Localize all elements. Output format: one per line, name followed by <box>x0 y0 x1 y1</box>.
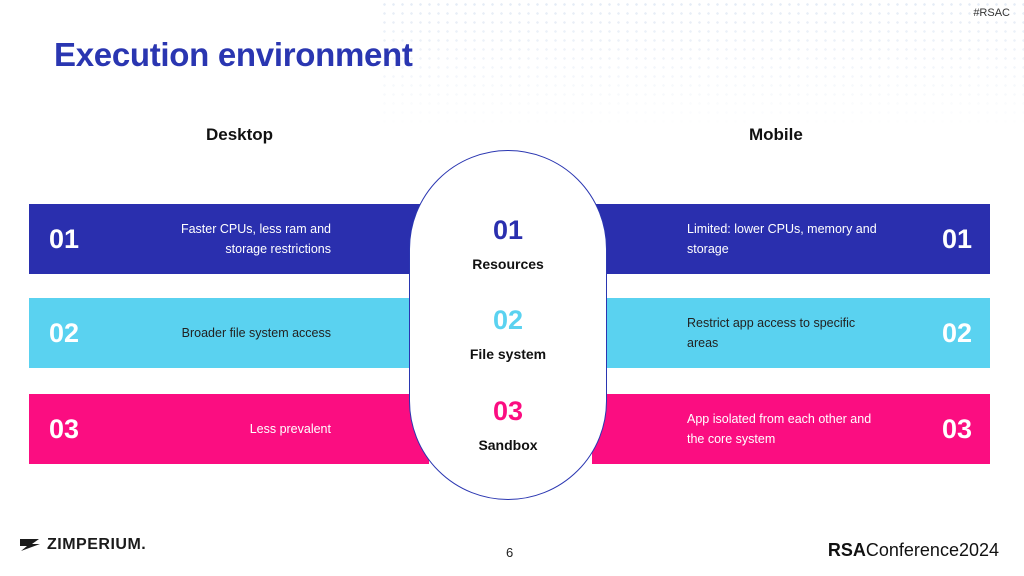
category-3-number: 03 <box>492 396 524 426</box>
desktop-row-3-number: 03 <box>49 413 80 444</box>
slide-title: Execution environment <box>54 36 413 73</box>
desktop-column-heading: Desktop <box>206 125 274 144</box>
hashtag-label: #RSAC <box>973 7 1010 19</box>
desktop-row-2: 02 Broader file system access <box>29 298 429 368</box>
desktop-row-1: 01 Faster CPUs, less ram and storage res… <box>29 204 429 274</box>
rsa-year-text: 2024 <box>958 540 999 560</box>
category-sandbox: 03 Sandbox <box>410 396 606 453</box>
rsa-conference-text: Conference <box>865 540 959 560</box>
category-3-label: Sandbox <box>478 437 538 453</box>
mobile-row-3-text: App isolated from each other and the cor… <box>687 412 872 446</box>
mobile-row-3: App isolated from each other and the cor… <box>592 394 990 464</box>
category-file-system: 02 File system <box>410 305 606 362</box>
desktop-row-2-text: Broader file system access <box>181 326 331 340</box>
mobile-row-2-text: Restrict app access to specific areas <box>687 316 856 350</box>
desktop-row-3: 03 Less prevalent <box>29 394 429 464</box>
header-dot-pattern <box>380 0 1024 130</box>
category-1-label: Resources <box>472 256 544 272</box>
zimperium-mark-icon <box>20 539 40 551</box>
zimperium-logo-text: ZIMPERIUM. <box>47 536 147 553</box>
category-2-number: 02 <box>492 305 524 335</box>
mobile-row-2: Restrict app access to specific areas 02 <box>592 298 990 368</box>
mobile-row-1-number: 01 <box>941 223 972 254</box>
page-number: 6 <box>506 545 514 560</box>
rsa-conference-logo: RSAConference2024 <box>828 540 999 561</box>
mobile-column-heading: Mobile <box>749 125 803 144</box>
mobile-row-1: Limited: lower CPUs, memory and storage … <box>592 204 990 274</box>
desktop-row-1-number: 01 <box>49 223 80 254</box>
desktop-row-2-number: 02 <box>49 317 80 348</box>
desktop-row-3-text: Less prevalent <box>249 422 331 436</box>
category-pill: 01 Resources 02 File system 03 Sandbox <box>409 150 607 500</box>
desktop-row-1-text: Faster CPUs, less ram and storage restri… <box>180 222 331 256</box>
category-2-label: File system <box>469 346 547 362</box>
zimperium-logo: ZIMPERIUM. <box>19 536 146 554</box>
category-resources: 01 Resources <box>410 215 606 272</box>
mobile-row-3-number: 03 <box>941 413 972 444</box>
category-1-number: 01 <box>492 215 524 245</box>
rsa-brand-text: RSA <box>827 540 866 560</box>
mobile-row-2-number: 02 <box>941 317 972 348</box>
mobile-row-1-text: Limited: lower CPUs, memory and storage <box>687 222 877 256</box>
